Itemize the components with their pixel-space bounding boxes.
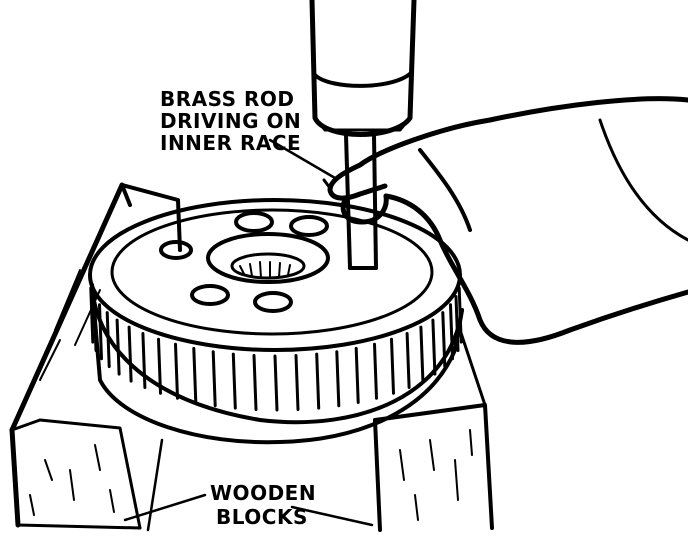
gear-tooth — [449, 303, 454, 361]
gear-tooth — [405, 332, 411, 389]
gear-tooth — [105, 311, 111, 369]
gear-tooth — [252, 354, 258, 411]
leader-lines — [123, 138, 374, 532]
gear-tooth — [441, 311, 447, 369]
rod-callout: BRASS ROD DRIVING ON INNER RACE — [160, 87, 301, 155]
gear-tooth — [231, 352, 237, 410]
blocks-callout: WOODEN BLOCKS — [210, 481, 316, 529]
press-spindle — [309, 0, 417, 137]
gear-holes — [159, 211, 329, 313]
gear-tooth — [127, 325, 133, 383]
gear-tooth — [98, 303, 103, 361]
gear-tooth — [431, 318, 437, 376]
blocks-leader-right — [290, 505, 374, 527]
right-wooden-block — [373, 328, 494, 532]
gear-tooth — [92, 295, 98, 352]
gear-top-rim — [88, 198, 462, 352]
gear-teeth — [89, 286, 463, 412]
gear-tooth — [211, 350, 217, 408]
blocks-leader-left — [123, 493, 207, 522]
gear-tooth — [115, 318, 121, 376]
inner-race — [206, 232, 330, 284]
gear-tooth — [390, 337, 395, 395]
gear-tooth — [192, 346, 198, 404]
gear-tooth — [89, 286, 95, 344]
gear-tooth — [373, 342, 378, 400]
rod-callout-line-1: BRASS ROD — [160, 87, 295, 111]
gear-tooth — [454, 295, 460, 352]
rod-leader — [268, 138, 337, 180]
blocks-callout-line-2: BLOCKS — [216, 505, 308, 529]
gear-tooth — [273, 354, 279, 412]
gear-tooth — [354, 346, 360, 404]
hand — [322, 96, 688, 345]
gear — [88, 198, 464, 445]
gear-tooth — [157, 337, 162, 395]
gear-tooth — [294, 354, 300, 411]
gear-tooth — [174, 342, 179, 400]
gear-tooth — [315, 352, 321, 410]
gear-tooth — [457, 286, 463, 344]
blocks-callout-line-1: WOODEN — [210, 481, 316, 505]
gear-tooth — [419, 325, 425, 383]
gear-tooth — [335, 350, 341, 408]
left-wooden-block — [9, 182, 182, 530]
gear-tooth — [141, 332, 147, 389]
rod-callout-line-3: INNER RACE — [160, 131, 301, 155]
wooden-blocks — [9, 182, 494, 532]
rod-callout-line-2: DRIVING ON — [160, 109, 301, 133]
